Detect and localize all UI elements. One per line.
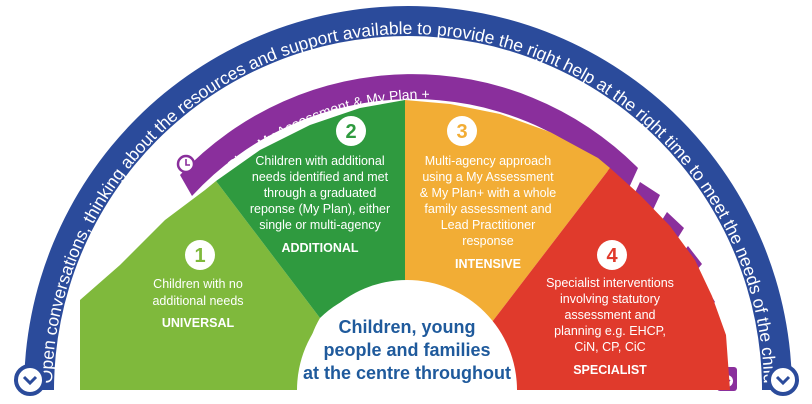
segment-4-desc-line: Specialist interventions — [546, 276, 674, 290]
chevron-down-icon — [22, 375, 38, 386]
outer-left-button[interactable] — [14, 364, 46, 396]
segment-1-content: 1 Children with no additional needs UNIV… — [152, 240, 244, 330]
segment-1-badge — [185, 240, 215, 270]
chevron-down-icon — [775, 375, 791, 386]
segment-universal[interactable] — [80, 181, 320, 390]
segment-1-desc-line: Children with no — [153, 277, 243, 291]
segment-3-desc-line: & My Plan+ with a whole — [420, 186, 557, 200]
segment-4-level: SPECIALIST — [573, 363, 647, 377]
segment-3-level: INTENSIVE — [455, 257, 521, 271]
segment-2-badge — [336, 116, 366, 146]
segment-3-desc-line: Multi-agency approach — [425, 154, 552, 168]
segment-4-badge — [597, 240, 627, 270]
centre-line: at the centre throughout — [303, 363, 511, 383]
segment-3-number: 3 — [456, 121, 467, 143]
segment-4-content: 4 Specialist interventions involving sta… — [546, 240, 674, 377]
segment-intensive[interactable] — [405, 100, 610, 322]
centre-circle — [297, 280, 517, 390]
segment-4-desc-line: CiN, CP, CiC — [574, 340, 645, 354]
segment-3-badge — [447, 116, 477, 146]
segment-1-level: UNIVERSAL — [162, 316, 235, 330]
centre-line: Children, young — [339, 317, 476, 337]
segment-additional[interactable] — [216, 100, 405, 318]
segment-4-desc-line: planning e.g. EHCP, — [554, 324, 666, 338]
segment-2-desc-line: reponse (My Plan), either — [250, 202, 390, 216]
segment-4-desc-line: involving statutory — [560, 292, 661, 306]
inner-band — [180, 74, 638, 196]
segment-3-desc-line: response — [462, 234, 513, 248]
segment-2-number: 2 — [345, 121, 356, 143]
segment-4-desc-line: assessment and — [564, 308, 655, 322]
segment-specialist[interactable] — [492, 168, 730, 390]
outer-right-button[interactable] — [767, 364, 799, 396]
clock-icon — [185, 159, 190, 166]
centre-content: Children, young people and families at t… — [303, 317, 511, 383]
segment-1-desc-line: additional needs — [152, 294, 243, 308]
inner-left-clock — [176, 154, 196, 174]
segment-2-content: 2 Children with additional needs identif… — [250, 116, 390, 255]
segment-2-desc-line: through a graduated — [264, 186, 377, 200]
segment-3-desc-line: Lead Practitioner — [441, 218, 536, 232]
segment-2-desc-line: single or multi-agency — [259, 218, 381, 232]
segment-2-desc-line: needs identified and met — [252, 170, 389, 184]
segment-1-number: 1 — [194, 245, 205, 267]
segment-4-number: 4 — [606, 245, 618, 267]
segment-2-level: ADDITIONAL — [281, 241, 358, 255]
segment-3-content: 3 Multi-agency approach using a My Asses… — [420, 116, 557, 271]
segment-2-desc-line: Children with additional — [255, 154, 384, 168]
segment-3-desc-line: family assessment and — [424, 202, 551, 216]
segment-3-desc-line: using a My Assessment — [422, 170, 554, 184]
centre-line: people and families — [323, 340, 490, 360]
